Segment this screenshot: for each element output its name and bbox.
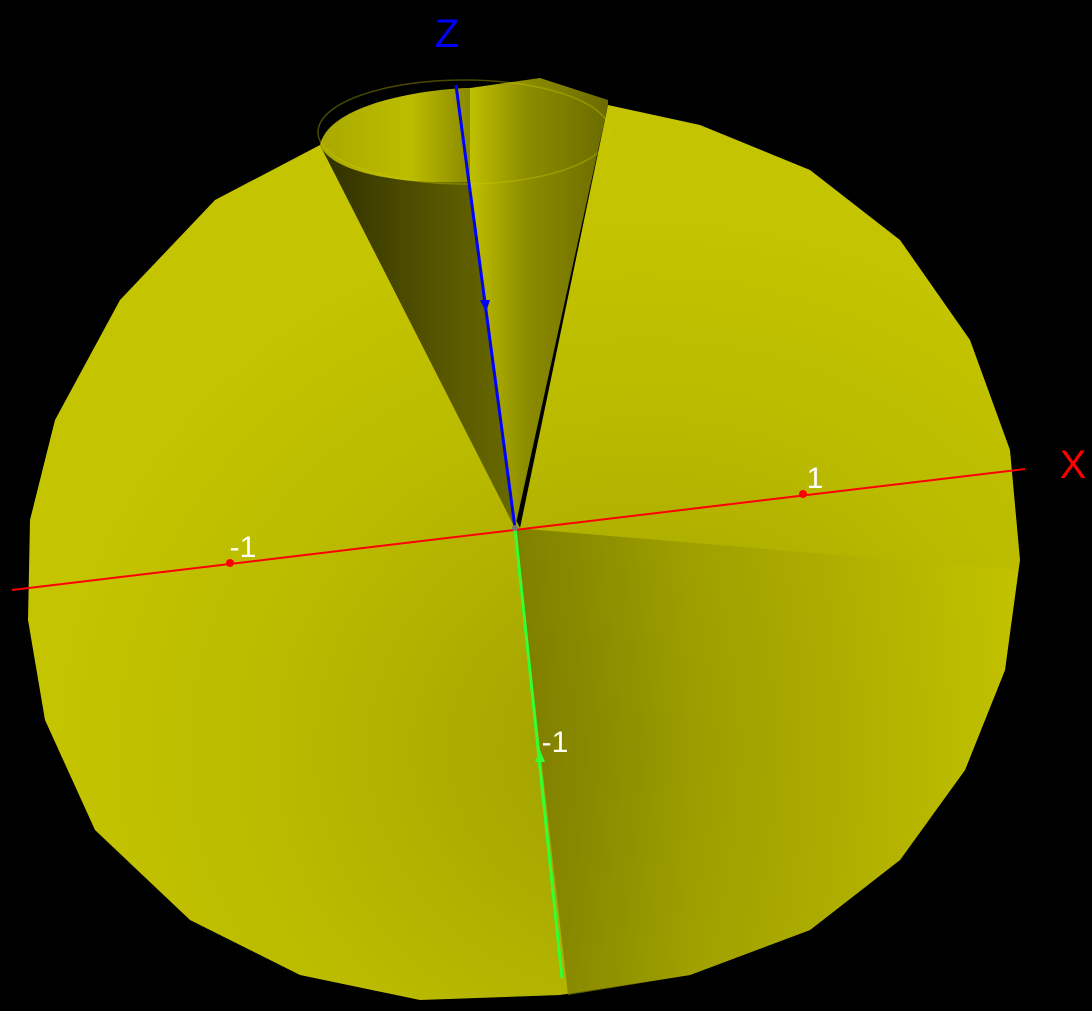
- cone-inner-left: [320, 88, 515, 528]
- y-tick-label-neg: -1: [542, 726, 569, 759]
- origin-point: [512, 525, 518, 531]
- surface-shaded-sector: [515, 528, 1018, 995]
- x-axis-tick-pos: [799, 490, 807, 498]
- y-axis-line: [513, 527, 564, 979]
- z-axis-label: Z: [435, 12, 459, 56]
- y-axis-tick-marker: [535, 750, 545, 762]
- z-axis-tick-marker: [480, 300, 490, 312]
- cone-rim: [320, 88, 470, 183]
- x-tick-label-neg: -1: [230, 531, 257, 564]
- cone-rim-edge: [317, 79, 611, 185]
- x-axis-tick-neg: [226, 559, 234, 567]
- x-axis-line: [11, 468, 1026, 591]
- cone-inner-right: [470, 78, 608, 528]
- x-tick-label-pos: 1: [807, 462, 824, 495]
- x-axis-label: X: [1060, 443, 1087, 487]
